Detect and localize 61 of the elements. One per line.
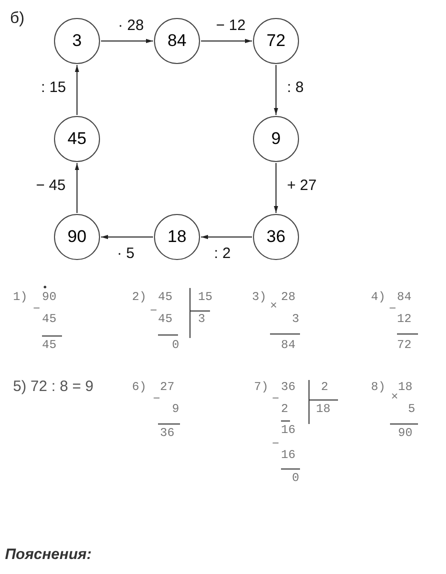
arithmetic-digit: 0 <box>172 339 180 352</box>
arrow <box>74 162 80 214</box>
arithmetic-digit: 4) <box>371 291 386 304</box>
arithmetic-digit: 84 <box>397 291 412 304</box>
arithmetic-digit: 8) <box>371 381 386 394</box>
arithmetic-digit: 3 <box>198 313 206 326</box>
arithmetic-digit: 28 <box>281 291 296 304</box>
arrow <box>274 64 278 116</box>
arithmetic-digit: 3 <box>292 313 300 326</box>
arithmetic-digit: 12 <box>397 313 412 326</box>
arithmetic-digit: − <box>33 303 40 316</box>
equation: 5) 72 : 8 = 9 <box>13 379 94 395</box>
arithmetic-digit: 36 <box>281 381 296 394</box>
arithmetic-digit: 3) <box>252 291 266 304</box>
arithmetic-digit: 45 <box>42 313 56 326</box>
arithmetic-digit: 7) <box>254 381 268 394</box>
arithmetic-digit: 2 <box>281 403 288 416</box>
number-circle: 90 <box>54 214 100 260</box>
arithmetic-digit: 84 <box>281 339 296 352</box>
arithmetic-digit: − <box>389 303 396 316</box>
task-number: б) <box>10 10 24 27</box>
arrow <box>100 38 154 44</box>
arithmetic-digit: − <box>153 393 160 406</box>
number-circle: 18 <box>154 214 200 260</box>
arithmetic-digit: 45 <box>158 291 172 304</box>
arithmetic-digit: 0 <box>292 472 300 485</box>
arithmetic-digit: 72 <box>397 339 412 352</box>
arithmetic-digit: 5 <box>408 403 416 416</box>
arithmetic-digit: 1) <box>13 291 28 304</box>
number-circle: 72 <box>253 18 299 64</box>
arrow <box>200 38 252 44</box>
number-circle: 9 <box>253 116 299 162</box>
arithmetic-digit: − <box>272 393 280 406</box>
arithmetic-digit: × <box>270 300 278 313</box>
arithmetic-digit: 9 <box>172 403 180 416</box>
number-circle: 84 <box>154 18 200 64</box>
arithmetic-digit: 15 <box>198 291 212 304</box>
arithmetic-digit: 16 <box>281 424 296 437</box>
arithmetic-digit: − <box>150 305 158 318</box>
arithmetic-digit: 16 <box>281 449 296 462</box>
arithmetic-digit: 90 <box>42 291 56 304</box>
arithmetic-digit: 2) <box>132 291 146 304</box>
arithmetic-digit: 90 <box>398 427 412 440</box>
arithmetic-digit: 45 <box>158 313 172 326</box>
arithmetic-digit: − <box>272 438 280 451</box>
number-circle: 36 <box>253 214 299 260</box>
arithmetic-digit: 45 <box>42 339 56 352</box>
arrow <box>200 234 252 240</box>
arithmetic-digit: 18 <box>398 381 412 394</box>
arithmetic-digit: 36 <box>160 427 174 440</box>
number-circle: 3 <box>54 18 100 64</box>
arithmetic-digit: 18 <box>316 403 330 416</box>
arithmetic-digit: 2 <box>321 381 328 394</box>
arrow <box>100 234 154 240</box>
number-circle: 45 <box>54 116 100 162</box>
arithmetic-digit: × <box>391 391 398 404</box>
arrow <box>74 64 80 116</box>
arrow <box>274 162 278 214</box>
arithmetic-digit: 6) <box>132 381 146 394</box>
arithmetic-digit: 27 <box>160 381 174 394</box>
heading: Пояснения: <box>5 547 92 563</box>
